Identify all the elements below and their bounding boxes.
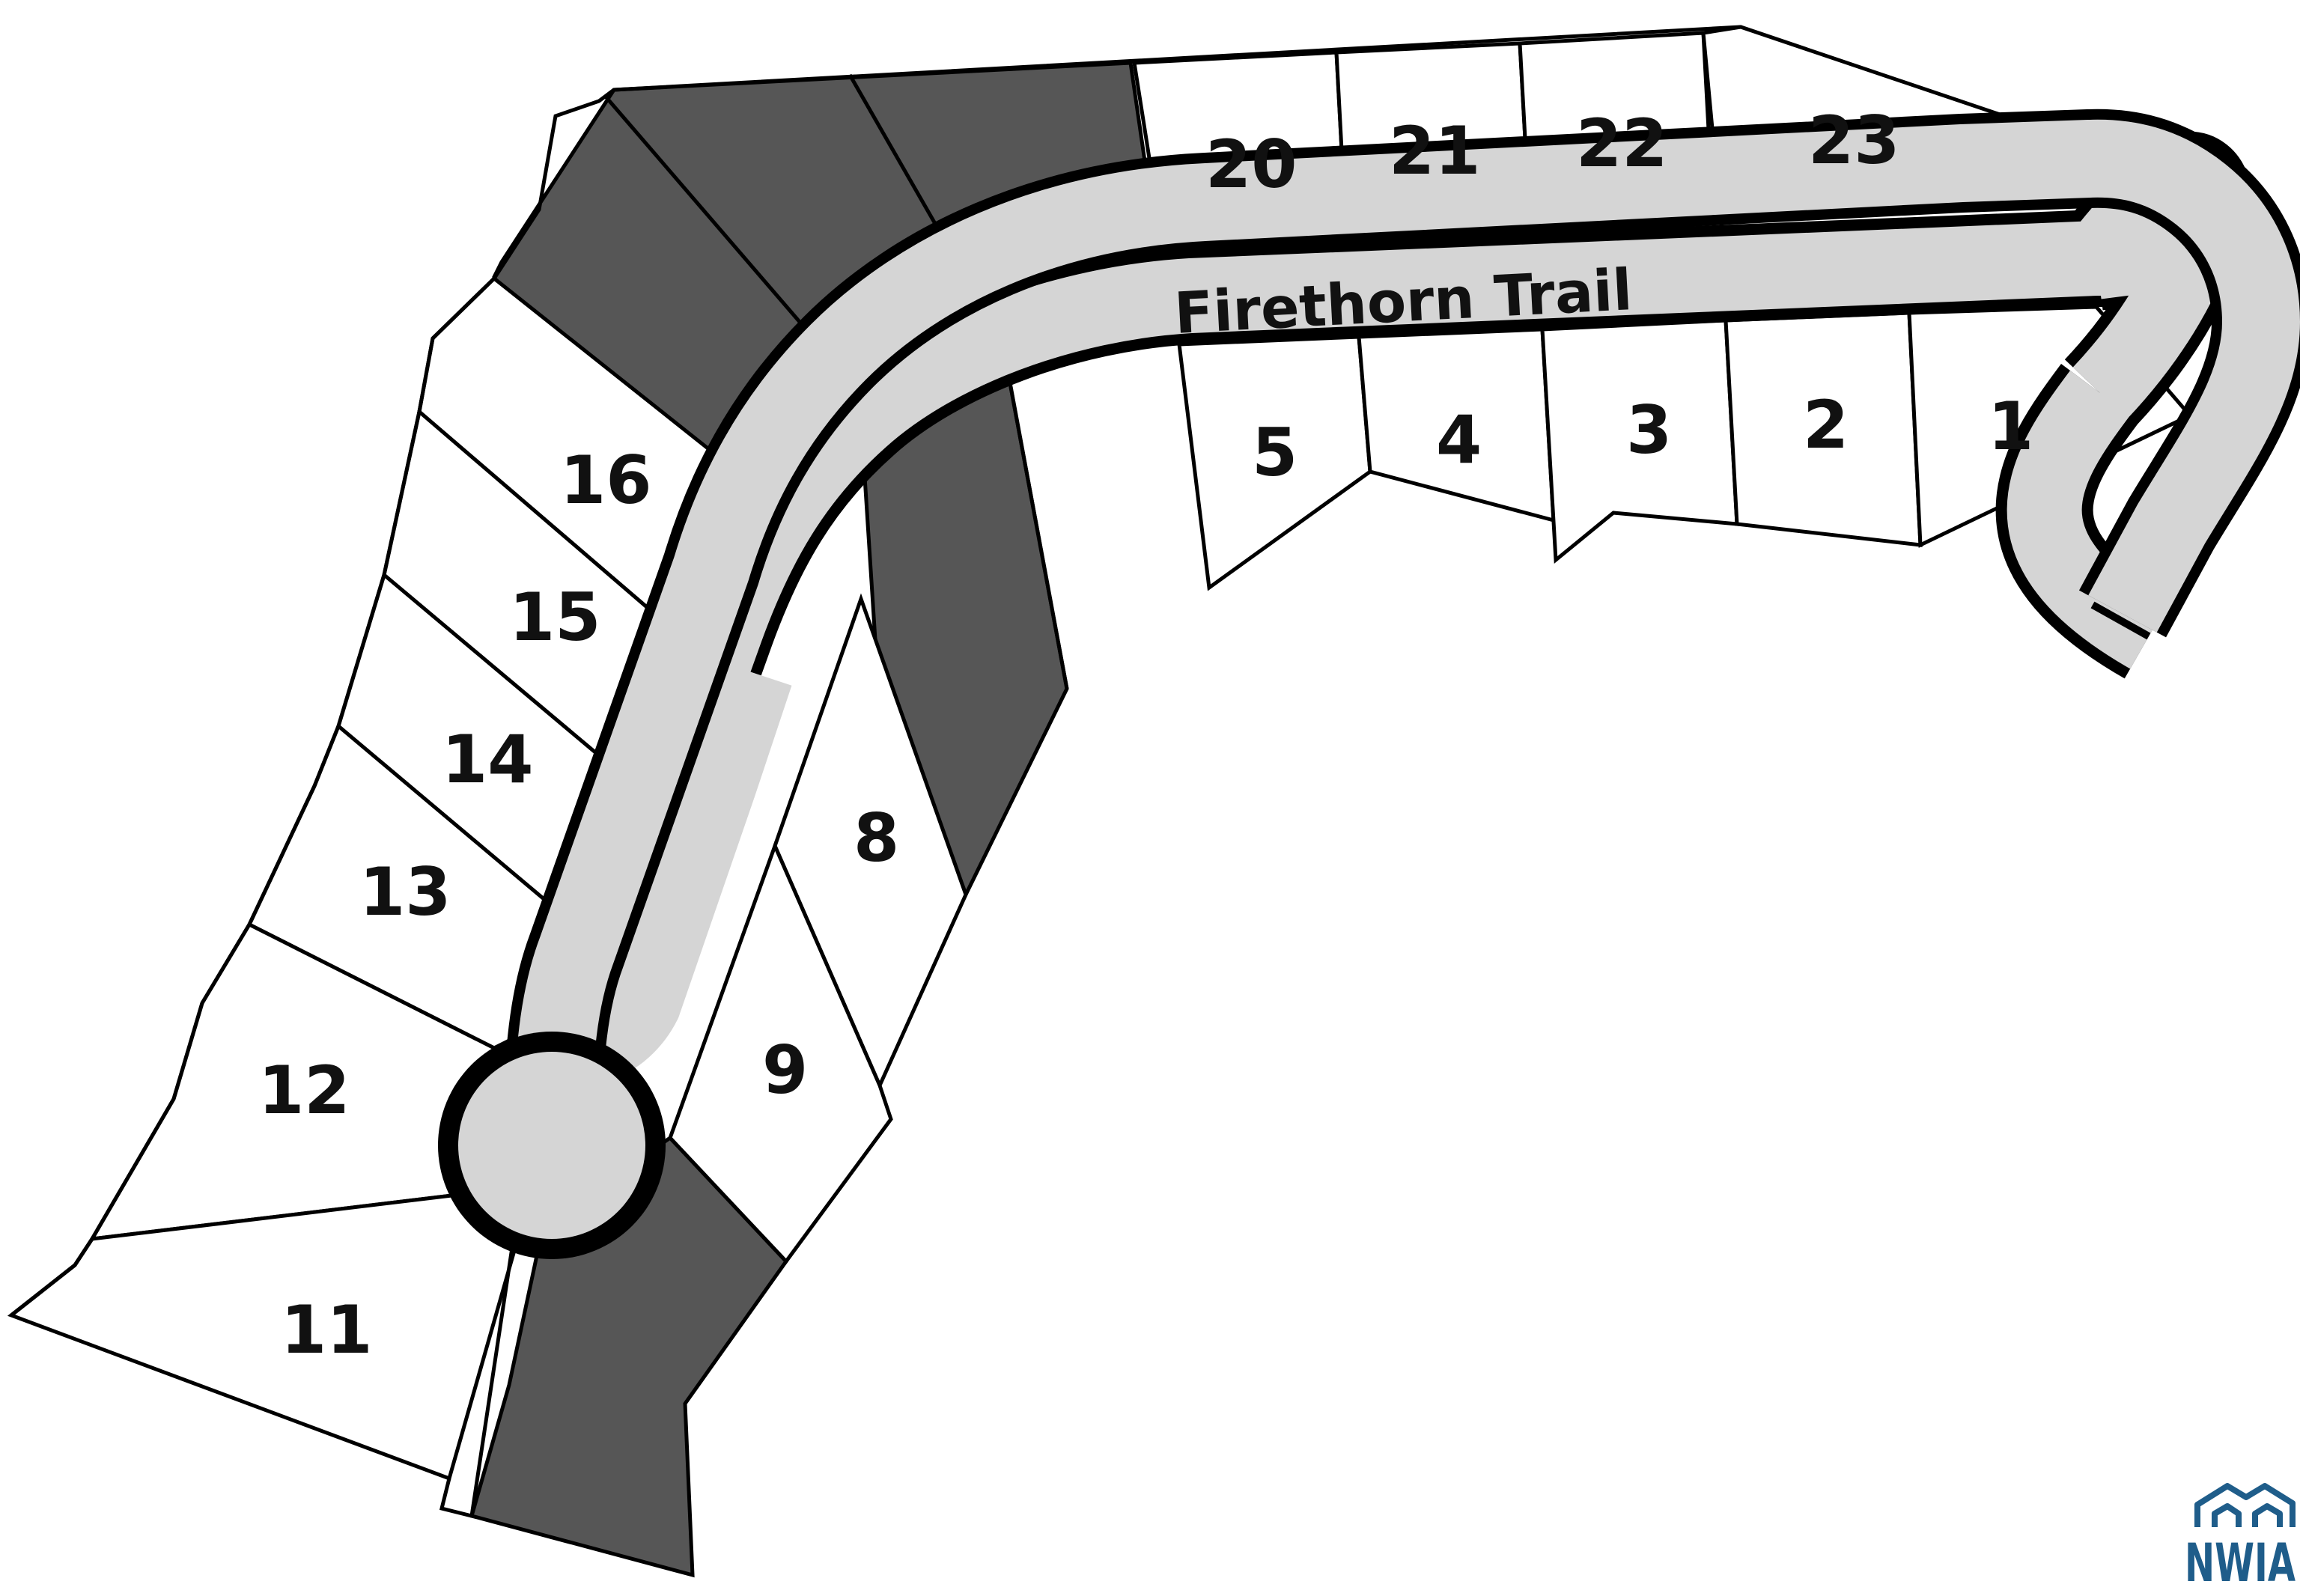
nwia-logo-text: NWIA — [2185, 1532, 2296, 1594]
west-boundary-line — [10, 25, 1741, 1317]
lot-14-label: 14 — [442, 721, 533, 798]
lot-22-label: 22 — [1576, 105, 1667, 182]
lot-9-parcel[interactable] — [668, 841, 893, 1264]
nwia-logo: NWIA — [2185, 1483, 2296, 1594]
lot-9-label: 9 — [762, 1032, 808, 1109]
lot-15-label: 15 — [509, 579, 600, 656]
lot-8-label: 8 — [854, 799, 899, 877]
lot-2-label: 2 — [1803, 386, 1849, 463]
lot-1-label: 1 — [1988, 388, 2033, 465]
lot-4-label: 4 — [1436, 401, 1482, 478]
lot-21-label: 21 — [1389, 112, 1480, 189]
lot-11-label: 11 — [281, 1291, 372, 1368]
firethorn-trail-road-overlay — [438, 109, 2300, 1259]
lot-5-label: 5 — [1252, 414, 1297, 491]
lot-11-parcel[interactable] — [7, 1192, 519, 1481]
houses-roof-icon — [2194, 1483, 2296, 1527]
lot-13-label: 13 — [359, 853, 451, 931]
strip-easement — [439, 1242, 515, 1519]
lot-20-label: 20 — [1205, 126, 1297, 203]
divider-north-3 — [1005, 366, 1069, 689]
lot-3-label: 3 — [1626, 392, 1672, 469]
lot-16-label: 16 — [560, 442, 651, 519]
lot-23-label: 23 — [1808, 102, 1899, 179]
lot-12-label: 12 — [258, 1052, 350, 1129]
